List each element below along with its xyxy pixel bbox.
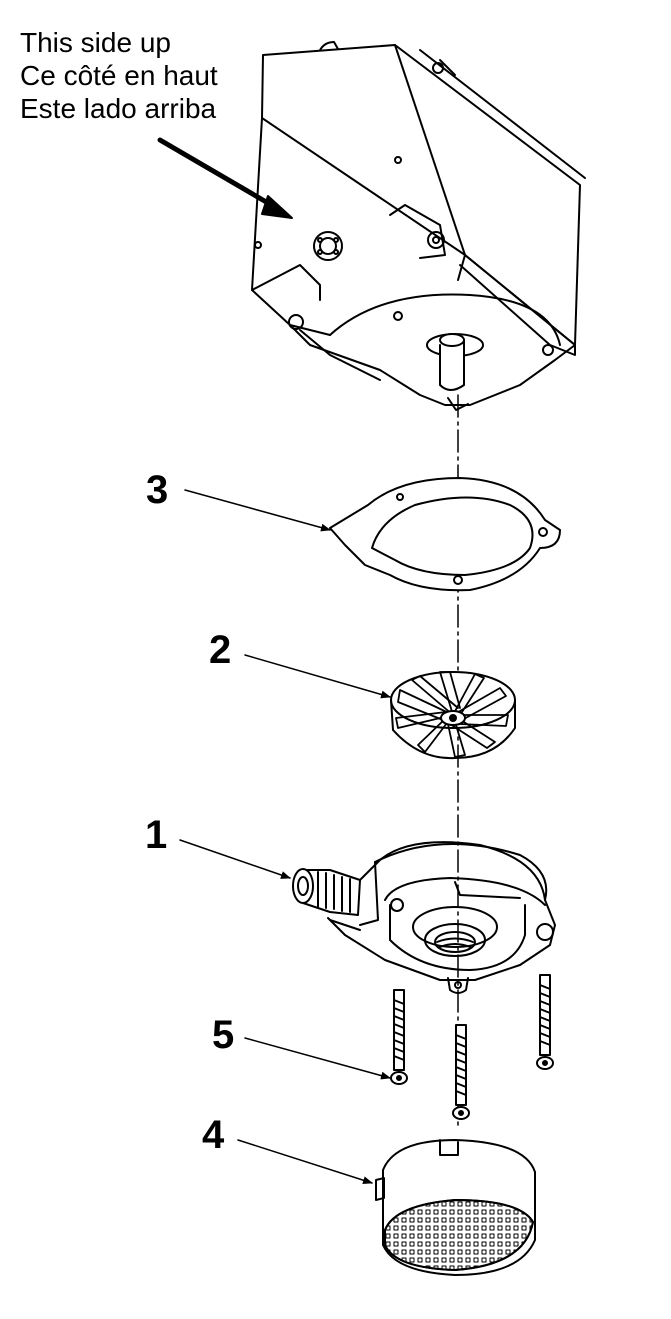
screw-right <box>536 974 554 1070</box>
callout-number-impeller: 2 <box>209 628 232 672</box>
inlet-screen-cover <box>375 1139 536 1276</box>
orientation-note-spanish: Este lado arriba <box>20 93 217 124</box>
leader-line-screen-cover <box>237 1139 373 1185</box>
motor-body <box>251 41 586 411</box>
leader-line-impeller <box>244 654 391 699</box>
screw-left <box>390 989 408 1085</box>
impeller <box>390 671 516 760</box>
orientation-arrow <box>157 137 293 219</box>
leader-line-housing <box>179 839 291 879</box>
gasket <box>329 477 561 592</box>
callout-number-housing: 1 <box>145 813 168 857</box>
orientation-note-french: Ce côté en haut <box>20 60 218 91</box>
callout-number-gasket: 3 <box>146 468 169 512</box>
leader-line-gasket <box>184 489 331 532</box>
callout-number-screen-cover: 4 <box>202 1113 225 1157</box>
orientation-note: This side up Ce côté en haut Este lado a… <box>20 26 218 125</box>
orientation-note-english: This side up <box>20 27 171 58</box>
leader-line-screws <box>244 1037 391 1080</box>
callout-number-screws: 5 <box>212 1013 235 1057</box>
pump-housing <box>292 841 556 994</box>
screw-center <box>452 1024 470 1120</box>
leader-lines <box>179 489 391 1185</box>
screws <box>390 974 554 1120</box>
